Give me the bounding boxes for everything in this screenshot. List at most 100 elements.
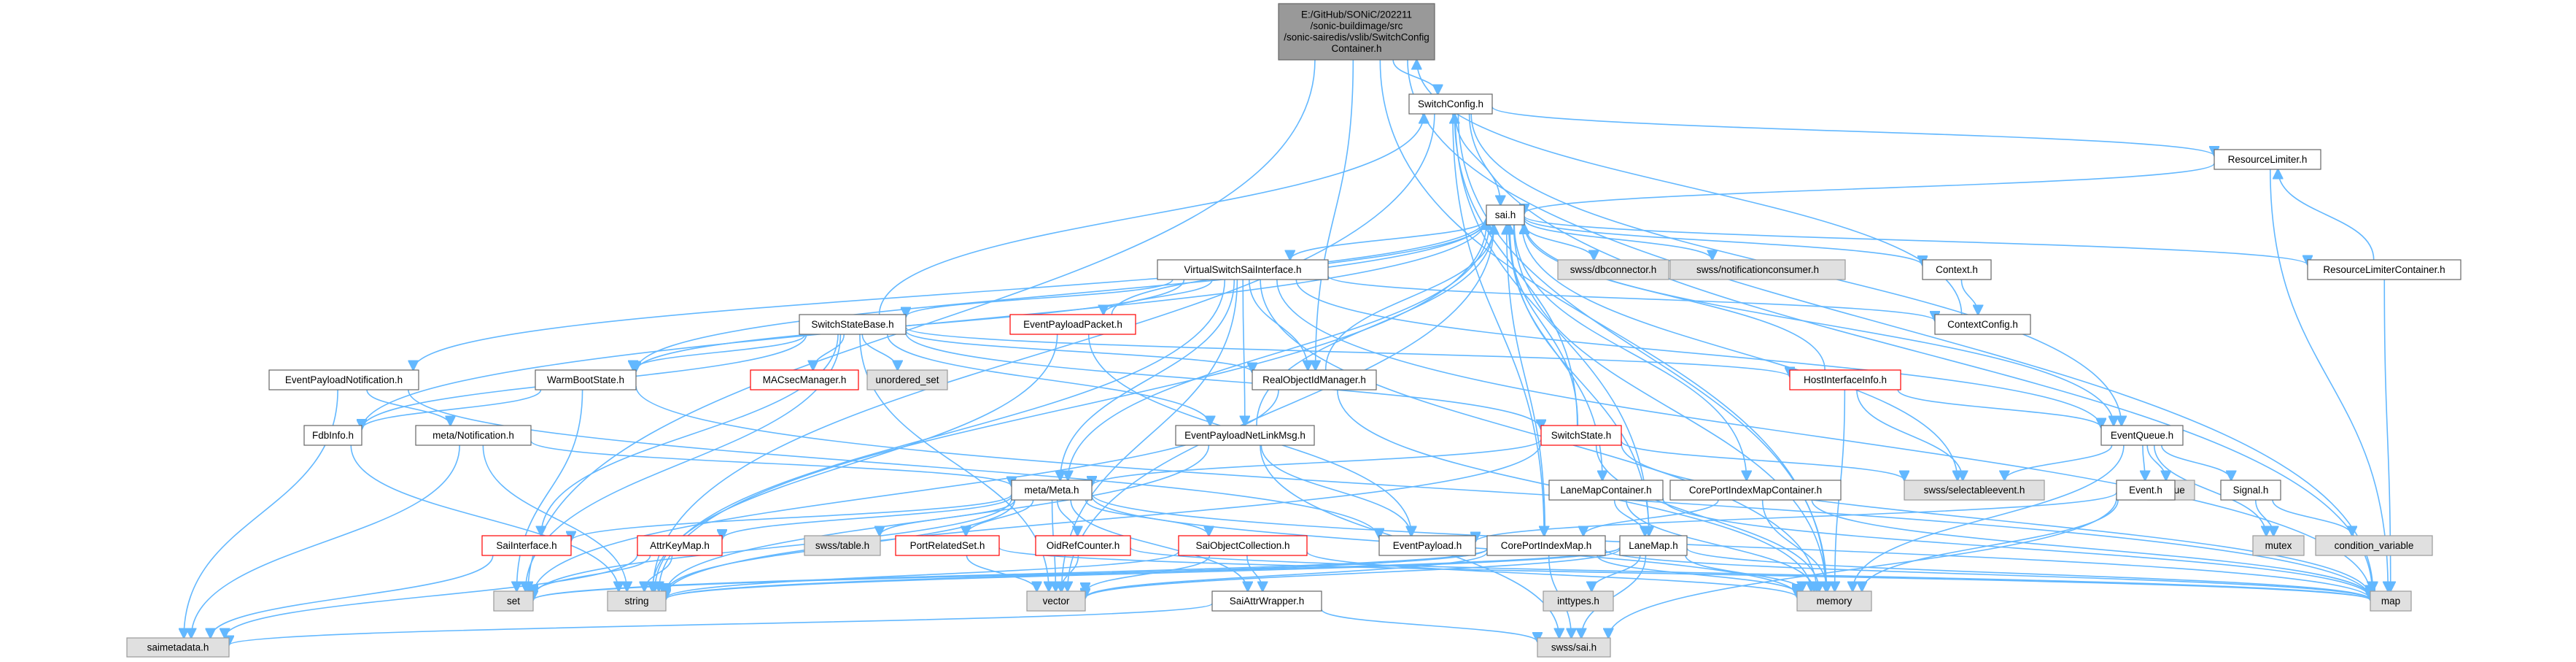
edge-resourcelimiter-to-sai: [1524, 163, 2215, 214]
node-label: SaiObjectCollection.h: [1195, 540, 1289, 551]
node-virtualswitchsaiinterface[interactable]: VirtualSwitchSaiInterface.h: [1157, 259, 1329, 280]
node-contextconfig[interactable]: ContextConfig.h: [1934, 314, 2031, 335]
node-label: VirtualSwitchSaiInterface.h: [1184, 264, 1301, 275]
node-label: LaneMap.h: [1629, 540, 1678, 551]
edge-meta_meta-to-saiinterface: [571, 493, 1012, 541]
node-label: swss/dbconnector.h: [1570, 264, 1657, 275]
node-switchconfig[interactable]: SwitchConfig.h: [1408, 93, 1493, 115]
edge-event-to-swss_sai: [1608, 498, 2117, 638]
edge-realobjectidmanager-to-set: [533, 389, 1279, 596]
node-attrkeymap[interactable]: AttrKeyMap.h: [637, 535, 723, 556]
edge-eventpayloadnetlinkmsg-to-eventpayload: [1260, 444, 1411, 536]
node-realobjectidmanager[interactable]: RealObjectIdManager.h: [1252, 369, 1377, 390]
node-root[interactable]: E:/GitHub/SONiC/202211/sonic-buildimage/…: [1278, 3, 1435, 61]
node-switchstate[interactable]: SwitchState.h: [1540, 425, 1622, 446]
node-label: swss/table.h: [815, 540, 869, 551]
node-box: [1543, 590, 1614, 612]
edge-virtualswitchsaiinterface-to-eventpayloadpacket: [1103, 279, 1213, 315]
node-box: [1557, 259, 1669, 280]
node-box: [1789, 369, 1901, 390]
node-fdbinfo[interactable]: FdbInfo.h: [303, 425, 362, 446]
node-saiobjectcollection[interactable]: SaiObjectCollection.h: [1178, 535, 1308, 556]
node-vector: vector: [1026, 590, 1086, 612]
edge-switchstate-to-switchconfig: [1454, 114, 1578, 426]
edge-virtualswitchsaiinterface-to-eventpayloadnetlinkmsg: [1243, 279, 1245, 426]
edge-sai-to-swss_selectableevent: [1521, 224, 1958, 480]
node-label: memory: [1817, 596, 1853, 607]
node-hostinterfaceinfo[interactable]: HostInterfaceInfo.h: [1789, 369, 1901, 390]
edge-eventqueue-to-signal: [2161, 444, 2231, 480]
edge-saiobjectcollection-to-vector: [1085, 555, 1211, 593]
node-label: ContextConfig.h: [1947, 319, 2018, 330]
node-eventpayloadnetlinkmsg[interactable]: EventPayloadNetLinkMsg.h: [1175, 425, 1315, 446]
edge-saiattrwrapper-to-saimetadata: [229, 602, 1213, 645]
node-lanemap[interactable]: LaneMap.h: [1619, 535, 1688, 556]
node-box: [1537, 637, 1611, 658]
node-label: inttypes.h: [1557, 596, 1599, 607]
node-label: condition_variable: [2335, 540, 2414, 551]
node-box: [1378, 535, 1476, 556]
edge-lanemapcontainer-to-lanemap: [1613, 499, 1645, 536]
edge-hostinterfaceinfo-to-eventqueue: [1897, 389, 2101, 428]
node-box: [2315, 535, 2433, 556]
node-eventpayloadpacket[interactable]: EventPayloadPacket.h: [1009, 314, 1136, 335]
node-label: SwitchConfig.h: [1418, 99, 1483, 109]
node-box: [1540, 425, 1622, 446]
node-portrelatedset[interactable]: PortRelatedSet.h: [895, 535, 1000, 556]
node-resourcelimitercontainer[interactable]: ResourceLimiterContainer.h: [2307, 259, 2461, 280]
node-saiattrwrapper[interactable]: SaiAttrWrapper.h: [1211, 590, 1322, 612]
node-box: [1669, 259, 1846, 280]
node-box: [1548, 480, 1664, 501]
node-box: [1035, 535, 1131, 556]
node-meta_notification[interactable]: meta/Notification.h: [415, 425, 532, 446]
edge-root-to-realobjectidmanager: [1316, 59, 1354, 370]
edge-root-to-switchconfig: [1392, 59, 1438, 94]
node-saiinterface[interactable]: SaiInterface.h: [481, 535, 572, 556]
node-context[interactable]: Context.h: [1922, 259, 1992, 280]
node-meta_meta[interactable]: meta/Meta.h: [1011, 480, 1093, 501]
node-resourcelimiter[interactable]: ResourceLimiter.h: [2214, 149, 2321, 170]
edge-event-to-memory: [1862, 499, 2119, 591]
edge-coreportindexmapcontainer-to-map: [1811, 499, 2370, 598]
edge-switchconfig-to-coreportindexmap: [1452, 113, 1544, 536]
node-box: [895, 535, 1000, 556]
edge-saiinterface-to-saimetadata: [211, 555, 494, 638]
edge-switchstatebase-to-switchstate: [905, 332, 1541, 430]
node-eventqueue[interactable]: EventQueue.h: [2100, 425, 2184, 446]
edge-switchstate-to-meta_meta: [1092, 439, 1542, 486]
edge-signal-to-mutex: [2254, 499, 2274, 536]
edge-eventqueue-to-deque: [2146, 444, 2166, 480]
node-box: [1252, 369, 1377, 390]
node-sai[interactable]: sai.h: [1486, 204, 1525, 226]
node-saimetadata: saimetadata.h: [126, 637, 230, 658]
node-oidrefcounter[interactable]: OidRefCounter.h: [1035, 535, 1131, 556]
node-label: SwitchState.h: [1551, 430, 1612, 441]
edge-root-to-map: [1407, 59, 2373, 591]
node-box: [1408, 93, 1493, 115]
node-memory: memory: [1796, 590, 1872, 612]
node-switchstatebase[interactable]: SwitchStateBase.h: [799, 314, 907, 335]
node-eventpayload[interactable]: EventPayload.h: [1378, 535, 1476, 556]
node-signal[interactable]: Signal.h: [2220, 480, 2281, 501]
node-coreportindexmap[interactable]: CorePortIndexMap.h: [1486, 535, 1606, 556]
node-box: [804, 535, 881, 556]
node-label: swss/sai.h: [1551, 642, 1597, 653]
node-box: [1934, 314, 2031, 335]
edge-switchstatebase-to-unordered_set: [861, 334, 897, 370]
edge-switchconfig-to-sai: [1454, 113, 1501, 205]
node-warmbootstate[interactable]: WarmBootState.h: [535, 369, 637, 390]
node-box: [607, 590, 667, 612]
edge-lanemap-to-vector: [1085, 548, 1621, 599]
node-box: [750, 369, 859, 390]
node-box: [1178, 535, 1308, 556]
node-lanemapcontainer[interactable]: LaneMapContainer.h: [1548, 480, 1664, 501]
node-coreportindexmapcontainer[interactable]: CorePortIndexMapContainer.h: [1669, 480, 1842, 501]
node-box: [637, 535, 723, 556]
node-label: ResourceLimiterContainer.h: [2323, 264, 2445, 275]
node-event[interactable]: Event.h: [2116, 480, 2176, 501]
node-label: CorePortIndexMapContainer.h: [1689, 485, 1822, 496]
node-box: [2370, 590, 2412, 612]
node-box: [1619, 535, 1688, 556]
node-macsecmanager[interactable]: MACsecManager.h: [750, 369, 859, 390]
node-eventpayloadnotification[interactable]: EventPayloadNotification.h: [268, 369, 419, 390]
